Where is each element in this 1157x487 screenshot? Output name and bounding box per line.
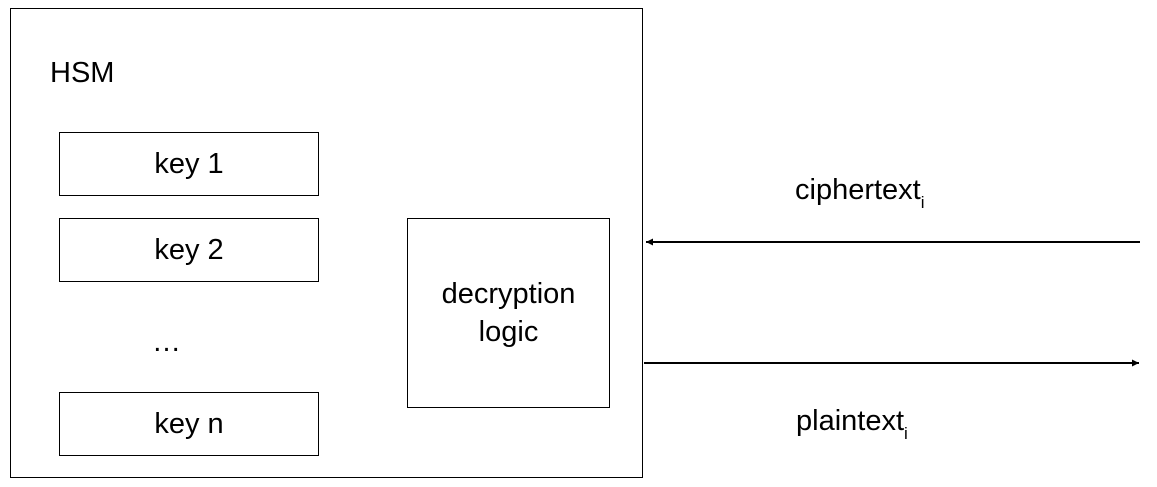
plaintext-label: plaintexti bbox=[796, 404, 908, 442]
ciphertext-label: ciphertexti bbox=[795, 173, 925, 211]
key-1-box: key 1 bbox=[59, 132, 319, 196]
key-n-box: key n bbox=[59, 392, 319, 456]
key-ellipsis: … bbox=[152, 326, 181, 358]
decryption-logic-line-2: logic bbox=[478, 316, 539, 348]
decryption-logic-box: decryption logic bbox=[407, 218, 610, 408]
plaintext-text: plaintext bbox=[796, 405, 905, 437]
decryption-logic-line-1: decryption bbox=[441, 278, 576, 310]
plaintext-subscript: i bbox=[904, 424, 908, 443]
ciphertext-text: ciphertext bbox=[795, 174, 921, 206]
hsm-container bbox=[10, 8, 643, 478]
hsm-title: HSM bbox=[50, 57, 115, 89]
key-2-box: key 2 bbox=[59, 218, 319, 282]
ciphertext-subscript: i bbox=[920, 193, 925, 212]
